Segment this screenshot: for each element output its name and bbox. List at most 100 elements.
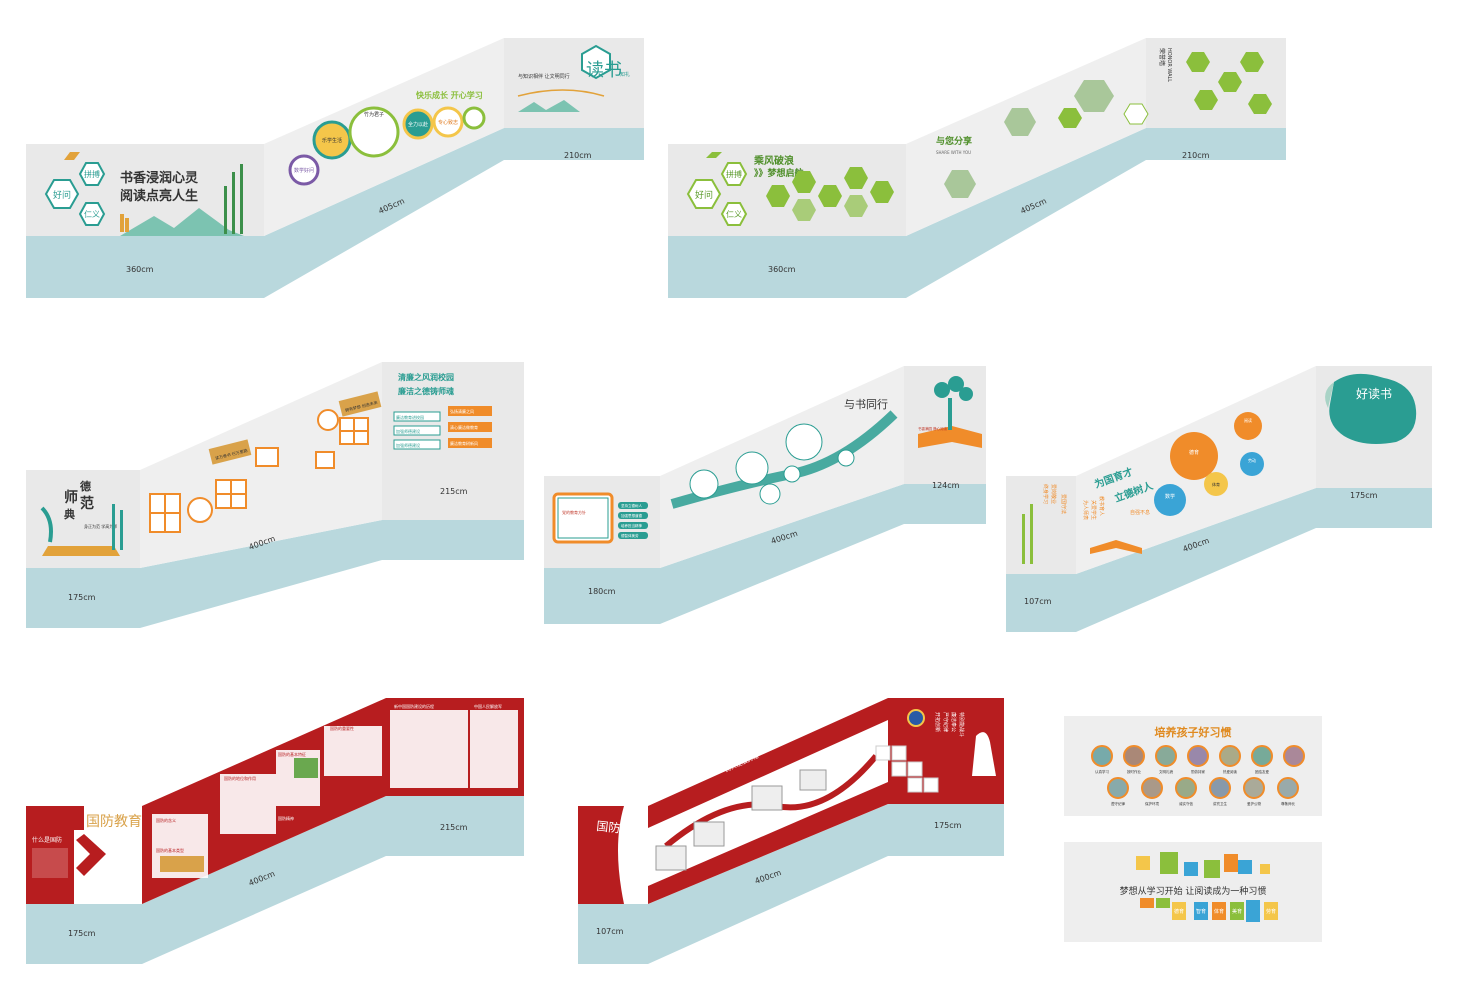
svg-text:特别能战斗: 特别能战斗 — [958, 712, 965, 737]
circle-badge — [432, 106, 464, 138]
title-char: 师 — [64, 489, 78, 506]
stair-wall-design-5: 终身学习 爱岗敬业 爱国守法 为人师表 关爱学生 教书育人 为国育才 立德树人 … — [1004, 364, 1436, 636]
stair-wall-design-7: 国防教育 民兵发展历程 开拓创新 严守纪律 廉洁奉公 特别能战斗 107cm 4… — [576, 696, 1008, 968]
circle-label: 专心致志 — [438, 119, 458, 126]
svg-text:清心廉洁做教育: 清心廉洁做教育 — [450, 424, 478, 430]
hex-accent — [706, 152, 722, 158]
wall-stair — [660, 366, 904, 568]
svg-text:文明礼貌: 文明礼貌 — [1159, 769, 1174, 774]
circle-badge — [462, 106, 486, 130]
circle-label: 竹为君子 — [364, 111, 384, 118]
svg-text:培养担当精神: 培养担当精神 — [621, 523, 642, 528]
title-char: 范 — [80, 495, 94, 512]
study-slogan: 梦想从学习开始 让阅读成为一种习惯 — [1120, 885, 1267, 897]
wall-left — [1006, 476, 1076, 574]
dim-label: 180cm — [588, 587, 616, 596]
svg-text:国防的地位和作用: 国防的地位和作用 — [224, 775, 256, 781]
hex-group: 好问 拼搏 仁义 — [44, 152, 106, 226]
stair-wall-drawing: 好问 拼搏 仁义 书香浸润心灵 阅读点亮人生 竹为君子 乐学生活 数学好问 全力… — [26, 38, 644, 298]
svg-text:德智体美劳: 德智体美劳 — [621, 533, 639, 538]
floor-band — [668, 128, 1286, 298]
red-band-top — [648, 698, 888, 828]
svg-text:按时作业: 按时作业 — [1127, 769, 1142, 774]
floor-band — [1006, 488, 1432, 632]
svg-text:讲究卫生: 讲究卫生 — [1213, 801, 1228, 806]
svg-text:德育: 德育 — [1189, 449, 1199, 456]
hex-word: 拼搏 — [726, 169, 742, 179]
red-band-bottom — [648, 782, 888, 904]
dim-label: 360cm — [126, 265, 154, 274]
share-title: 与您分享 — [936, 135, 972, 147]
right-caption: 书香满园 静心阅读 — [918, 426, 948, 431]
stair-wall-design-1: 好问 拼搏 仁义 书香浸润心灵 阅读点亮人生 竹为君子 乐学生活 数学好问 全力… — [24, 36, 648, 300]
bamboo-illustration — [120, 510, 123, 550]
honor-cn: 荣誉墙 — [1158, 48, 1166, 66]
wall-left — [26, 470, 140, 568]
svg-text:教书育人: 教书育人 — [1098, 496, 1105, 516]
emblem-icon — [907, 709, 925, 727]
circle-badge — [288, 154, 320, 186]
svg-text:加强师德建设: 加强师德建设 — [396, 442, 420, 448]
svg-text:严守纪律: 严守纪律 — [942, 712, 949, 732]
subtitle-text: 身正为范 学高为师 — [84, 523, 117, 529]
dim-label: 215cm — [440, 487, 468, 496]
dim-label: 175cm — [68, 593, 96, 602]
text-block — [32, 848, 68, 878]
svg-text:加强师德建设: 加强师德建设 — [396, 428, 420, 434]
photo-cards — [655, 769, 827, 871]
stair-wall-design-4: 党的教育方针 坚持立德树人 加强思想道德 培养担当精神 德智体美劳 与书同行 书… — [542, 364, 990, 628]
middle-title: 与书同行 — [844, 398, 888, 411]
circle-label: 全力以赴 — [408, 121, 428, 128]
cloud-line — [517, 89, 605, 97]
dim-label: 107cm — [596, 927, 624, 936]
reading-small-text: 知礼 — [620, 71, 630, 78]
study-wall-drawing: 梦想从学习开始 让阅读成为一种习惯 德育 智育 体育 美育 劳育 — [1064, 842, 1322, 942]
cloud-bubbles — [689, 423, 855, 505]
hex-word: 拼搏 — [84, 169, 100, 179]
red-flag-shape — [578, 806, 624, 904]
circle-label: 数学好问 — [294, 167, 314, 174]
svg-text:诚实守信: 诚实守信 — [1179, 801, 1194, 806]
hex-cluster — [766, 167, 894, 221]
habits-wall-design: 培养孩子好习惯 认真学习 按时作业 文明礼貌 勤劳持家 热爱阅读 团结友爱 遵守… — [1064, 716, 1322, 816]
pillar-text: 开拓创新 严守纪律 廉洁奉公 特别能战斗 — [934, 712, 965, 737]
svg-text:体育: 体育 — [1212, 481, 1220, 487]
svg-text:廉洁教育树新风: 廉洁教育树新风 — [450, 440, 478, 446]
habits-title: 培养孩子好习惯 — [1155, 725, 1232, 739]
svg-text:热爱阅读: 热爱阅读 — [1223, 769, 1238, 774]
svg-text:国防精神: 国防精神 — [278, 815, 294, 821]
stair-wall-design-3: 师 德 典 范 身正为范 学高为师 读万卷书 行万里路 拥有梦想 创造未来 清廉… — [24, 360, 528, 632]
bamboo-illustration — [1022, 504, 1033, 564]
svg-text:爱岗敬业: 爱岗敬业 — [1050, 484, 1057, 504]
hex-badge — [78, 162, 106, 186]
svg-text:智育: 智育 — [1196, 908, 1206, 915]
svg-text:遵守纪律: 遵守纪律 — [1111, 801, 1126, 806]
dim-label: 210cm — [1182, 151, 1210, 160]
svg-text:美育: 美育 — [1232, 908, 1242, 915]
svg-text:爱国守法: 爱国守法 — [1060, 494, 1067, 514]
banner-list: 廉洁教育进校园 加强师德建设 加强师德建设 弘扬清廉之风 清心廉洁做教育 廉洁教… — [393, 406, 492, 450]
wall-title-line-2: 阅读点亮人生 — [120, 188, 198, 204]
mountain-illustration — [518, 100, 580, 112]
photo-placeholder — [160, 856, 204, 872]
right-title-line-2: 廉洁之德铸师魂 — [398, 386, 454, 396]
svg-text:数学: 数学 — [1165, 493, 1175, 500]
hex-word: 好问 — [53, 189, 71, 201]
circle-label: 乐学生活 — [322, 137, 342, 144]
floor-band — [26, 520, 524, 628]
book-stack-icon — [125, 218, 129, 232]
stair-wall-drawing: 师 德 典 范 身正为范 学高为师 读万卷书 行万里路 拥有梦想 创造未来 清廉… — [26, 362, 524, 628]
svg-text:弘扬清廉之风: 弘扬清廉之风 — [450, 408, 474, 414]
wall-title-line-1: 书香浸润心灵 — [120, 170, 199, 186]
hex-badge — [720, 202, 748, 226]
book-tree-illustration — [918, 376, 982, 448]
circle-badge — [348, 106, 400, 158]
what-label: 什么是国防 — [32, 836, 62, 844]
right-title: 好读书 — [1356, 387, 1392, 401]
hex-badge — [686, 179, 722, 209]
title-text: 国防教育 — [86, 814, 142, 830]
svg-text:国防的基本特征: 国防的基本特征 — [278, 751, 306, 757]
title-char: 典 — [64, 507, 75, 521]
red-block — [26, 806, 84, 830]
svg-text:国防的重要性: 国防的重要性 — [330, 725, 354, 731]
